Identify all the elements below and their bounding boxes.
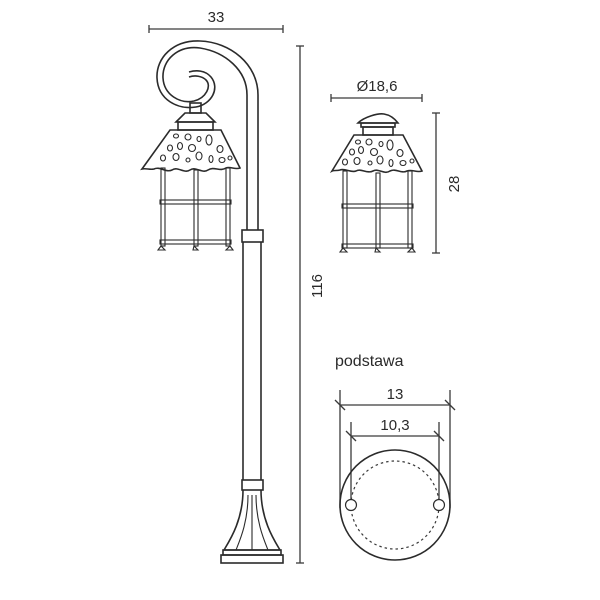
- lantern-detail: Ø18,6 28: [329, 78, 463, 254]
- lantern-drawing: [329, 113, 424, 253]
- lantern-diameter-label: Ø18,6: [357, 78, 398, 95]
- lantern-diameter-dimension: Ø18,6: [330, 78, 423, 102]
- hanging-lantern: [140, 102, 242, 251]
- base-hole-spacing-label: 10,3: [380, 417, 409, 434]
- height-label: 116: [309, 274, 326, 298]
- roof-perforations: [159, 133, 233, 164]
- base-title: podstawa: [335, 353, 404, 370]
- base-mounting-hole-right: [432, 498, 446, 512]
- width-dimension: 33: [148, 9, 284, 33]
- base-bolt-circle: [350, 460, 440, 550]
- base-hole-spacing-dimension: 10,3: [345, 417, 445, 505]
- pole: [241, 229, 264, 491]
- base-detail: podstawa 13 10,3: [334, 353, 456, 561]
- front-view: 33 116: [140, 9, 326, 564]
- pole-base: [220, 489, 284, 564]
- lantern-roof-perforations: [341, 138, 415, 168]
- lantern-height-dimension: 28: [432, 112, 463, 254]
- height-dimension: 116: [296, 45, 326, 564]
- base-outer-dimension: 13: [334, 386, 456, 508]
- width-label: 33: [208, 9, 225, 26]
- base-outer-circle: [339, 449, 451, 561]
- base-mounting-hole-left: [344, 498, 358, 512]
- base-outer-label: 13: [387, 386, 404, 403]
- scroll-arm: [156, 40, 259, 230]
- lantern-height-label: 28: [446, 176, 463, 193]
